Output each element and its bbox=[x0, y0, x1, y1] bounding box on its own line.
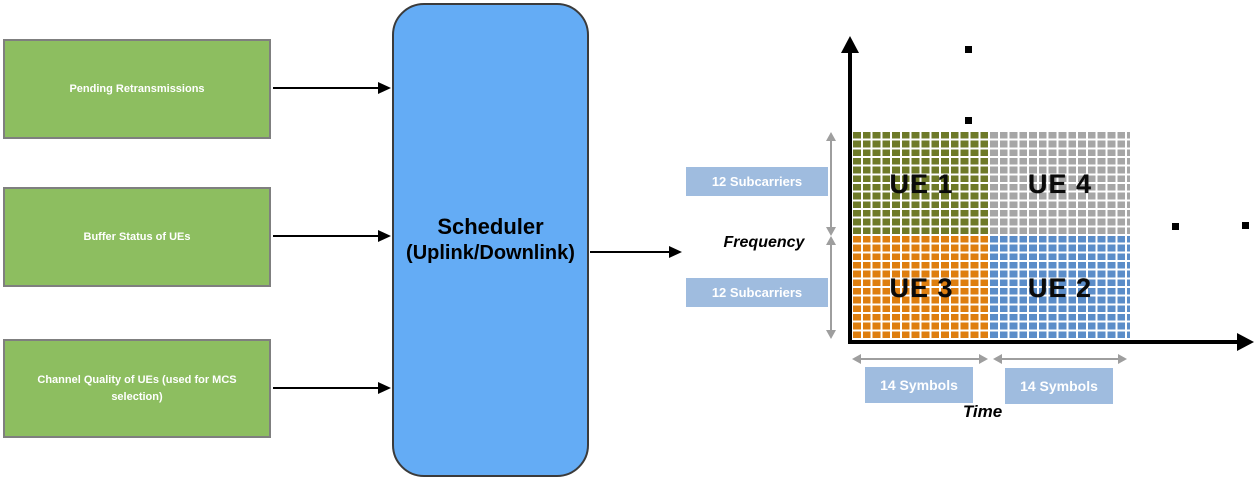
arrowhead-icon bbox=[378, 230, 391, 242]
connector-arrow-line bbox=[590, 251, 670, 253]
subcarriers-chip-label: 12 Subcarriers bbox=[711, 285, 803, 300]
scheduler-subtitle: (Uplink/Downlink) bbox=[406, 242, 575, 265]
input-box-label: Pending Retransmissions bbox=[69, 82, 205, 95]
input-box-buffer-status: Buffer Status of UEs bbox=[3, 187, 271, 287]
input-box-pending-retransmissions: Pending Retransmissions bbox=[3, 39, 271, 139]
subcarrier-span-arrow bbox=[826, 236, 836, 339]
vertical-ellipsis-dot-icon bbox=[965, 117, 972, 124]
subcarriers-chip: 12 Subcarriers bbox=[686, 278, 828, 307]
arrowhead-icon bbox=[378, 82, 391, 94]
symbols-chip-label: 14 Symbols bbox=[1020, 378, 1098, 394]
scheduler-block: Scheduler (Uplink/Downlink) bbox=[392, 3, 589, 477]
input-box-channel-quality: Channel Quality of UEs (used for MCS sel… bbox=[3, 339, 271, 438]
subcarriers-chip-label: 12 Subcarriers bbox=[711, 174, 803, 189]
connector-arrow-line bbox=[273, 387, 379, 389]
frequency-axis-label: Frequency bbox=[723, 234, 805, 251]
resource-block-ue1: UE 1 bbox=[853, 132, 990, 236]
symbol-span-arrow bbox=[852, 354, 988, 364]
symbol-span-arrow bbox=[993, 354, 1127, 364]
scheduler-title: Scheduler bbox=[437, 213, 544, 239]
resource-block-ue2: UE 2 bbox=[990, 236, 1130, 340]
subcarrier-span-arrow bbox=[826, 132, 836, 236]
time-axis-label: Time bbox=[962, 402, 1003, 421]
ue-label: UE 3 bbox=[889, 272, 954, 303]
resource-block-ue3: UE 3 bbox=[853, 236, 990, 340]
arrowhead-icon bbox=[378, 382, 391, 394]
symbols-chip: 14 Symbols bbox=[865, 367, 973, 403]
symbols-chip-label: 14 Symbols bbox=[880, 377, 958, 393]
arrowhead-icon bbox=[669, 246, 682, 258]
time-axis-arrowhead-icon bbox=[1237, 333, 1254, 351]
connector-arrow-line bbox=[273, 87, 379, 89]
connector-arrow-line bbox=[273, 235, 379, 237]
resource-block-ue4: UE 4 bbox=[990, 132, 1130, 236]
horizontal-ellipsis-dot-icon bbox=[1242, 222, 1249, 229]
horizontal-ellipsis-dot-icon bbox=[1172, 223, 1179, 230]
frequency-axis bbox=[848, 50, 852, 344]
subcarriers-chip: 12 Subcarriers bbox=[686, 167, 828, 196]
vertical-ellipsis-dot-icon bbox=[965, 46, 972, 53]
time-axis bbox=[848, 340, 1238, 344]
frequency-axis-arrowhead-icon bbox=[841, 36, 859, 53]
ue-label: UE 4 bbox=[1027, 168, 1093, 199]
ue-label: UE 2 bbox=[1027, 272, 1093, 303]
ue-label: UE 1 bbox=[889, 168, 954, 199]
input-box-label: Buffer Status of UEs bbox=[83, 230, 191, 243]
symbols-chip: 14 Symbols bbox=[1005, 368, 1113, 404]
input-box-label: Channel Quality of UEs (used for MCS sel… bbox=[37, 374, 237, 403]
